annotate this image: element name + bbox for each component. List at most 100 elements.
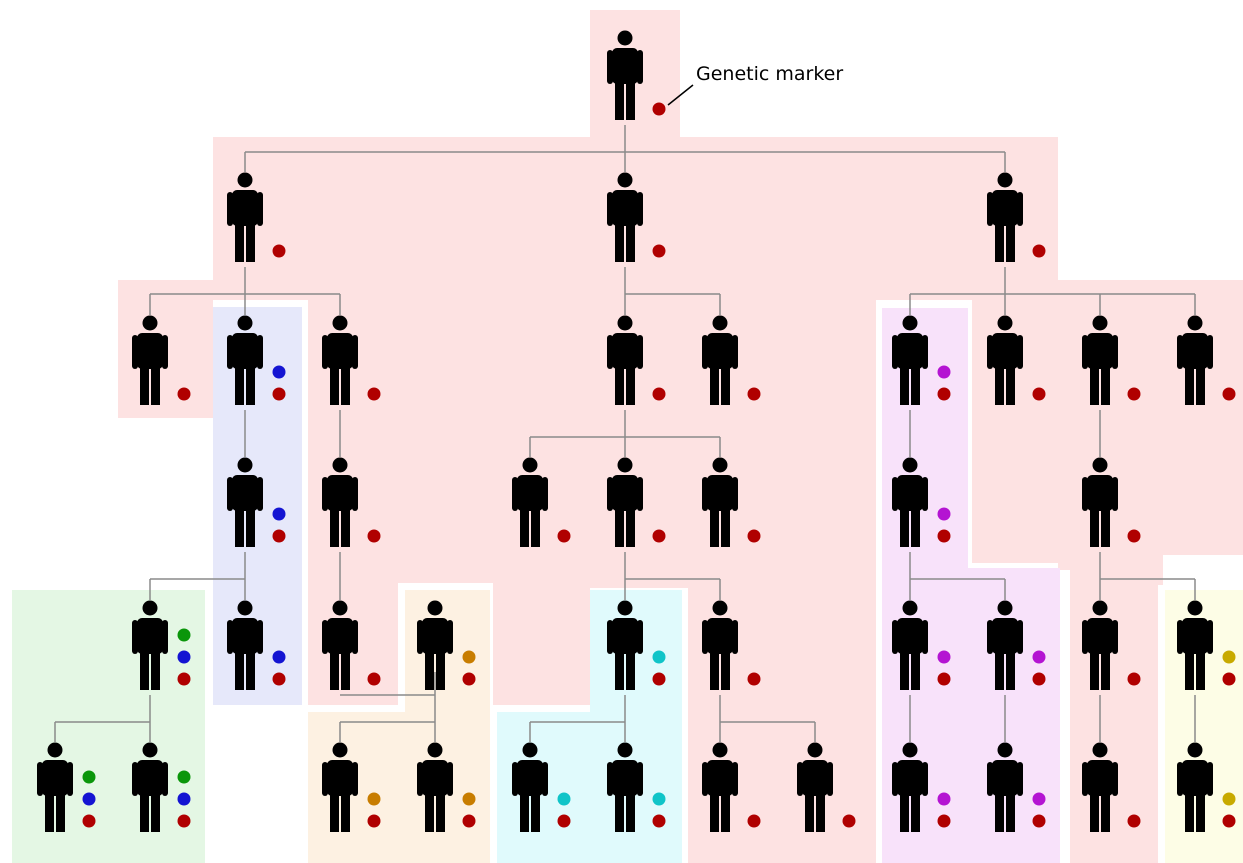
person-g5j bbox=[987, 742, 1046, 832]
red-genetic-marker-dot bbox=[1032, 244, 1046, 258]
red-genetic-marker-dot bbox=[557, 529, 571, 543]
connector-lines bbox=[54, 125, 1196, 742]
person-g2h bbox=[1082, 315, 1141, 405]
red-genetic-marker-dot bbox=[82, 814, 96, 828]
olive-genetic-marker-dot bbox=[1222, 650, 1236, 664]
person-g4g bbox=[892, 600, 951, 690]
blue-genetic-marker-dot bbox=[272, 365, 286, 379]
blue-genetic-marker-dot bbox=[82, 792, 96, 806]
person-g5d bbox=[417, 742, 476, 832]
cyan-genetic-marker-dot bbox=[652, 792, 666, 806]
red-genetic-marker-dot bbox=[937, 387, 951, 401]
green-genetic-marker-dot bbox=[177, 628, 191, 642]
blue-genetic-marker-dot bbox=[272, 650, 286, 664]
red-genetic-marker-dot bbox=[557, 814, 571, 828]
person-g5f bbox=[607, 742, 666, 832]
purple-genetic-marker-dot bbox=[937, 365, 951, 379]
red-genetic-marker-dot bbox=[177, 814, 191, 828]
person-g5i bbox=[892, 742, 951, 832]
red-genetic-marker-dot bbox=[367, 672, 381, 686]
red-genetic-marker-dot bbox=[1032, 672, 1046, 686]
person-g5e bbox=[512, 742, 571, 832]
person-g5l bbox=[1177, 742, 1236, 832]
person-root bbox=[607, 30, 666, 120]
person-g3f bbox=[892, 457, 951, 547]
person-g4j bbox=[1177, 600, 1236, 690]
person-g2b bbox=[227, 315, 286, 405]
red-genetic-marker-dot bbox=[177, 387, 191, 401]
person-g2e bbox=[702, 315, 761, 405]
region-green-lineage-region bbox=[12, 590, 205, 863]
person-g2f bbox=[892, 315, 951, 405]
red-genetic-marker-dot bbox=[937, 814, 951, 828]
red-genetic-marker-dot bbox=[747, 814, 761, 828]
person-g1b bbox=[607, 172, 666, 262]
red-genetic-marker-dot bbox=[462, 672, 476, 686]
person-g4a bbox=[132, 600, 191, 690]
red-genetic-marker-dot bbox=[652, 387, 666, 401]
person-g4i bbox=[1082, 600, 1141, 690]
person-g5b bbox=[132, 742, 191, 832]
person-g4c bbox=[322, 600, 381, 690]
red-genetic-marker-dot bbox=[1032, 814, 1046, 828]
red-genetic-marker-dot bbox=[1127, 672, 1141, 686]
person-g5a bbox=[37, 742, 96, 832]
callout-leader-line bbox=[667, 84, 694, 106]
red-genetic-marker-dot bbox=[747, 672, 761, 686]
red-genetic-marker-dot bbox=[652, 244, 666, 258]
red-genetic-marker-dot bbox=[937, 672, 951, 686]
red-genetic-marker-dot bbox=[367, 529, 381, 543]
person-g3c bbox=[512, 457, 571, 547]
red-genetic-marker-dot bbox=[1222, 814, 1236, 828]
red-genetic-marker-dot bbox=[272, 672, 286, 686]
blue-genetic-marker-dot bbox=[177, 650, 191, 664]
orange-genetic-marker-dot bbox=[462, 792, 476, 806]
person-g3a bbox=[227, 457, 286, 547]
person-g3g bbox=[1082, 457, 1141, 547]
red-genetic-marker-dot bbox=[272, 529, 286, 543]
red-genetic-marker-dot bbox=[462, 814, 476, 828]
person-g4b bbox=[227, 600, 286, 690]
person-g2d bbox=[607, 315, 666, 405]
red-genetic-marker-dot bbox=[652, 529, 666, 543]
cyan-genetic-marker-dot bbox=[557, 792, 571, 806]
person-g5k bbox=[1082, 742, 1141, 832]
red-genetic-marker-dot bbox=[652, 102, 666, 116]
red-genetic-marker-dot bbox=[367, 814, 381, 828]
person-g4d bbox=[417, 600, 476, 690]
person-g2g bbox=[987, 315, 1046, 405]
orange-genetic-marker-dot bbox=[367, 792, 381, 806]
purple-genetic-marker-dot bbox=[1032, 650, 1046, 664]
purple-genetic-marker-dot bbox=[1032, 792, 1046, 806]
red-genetic-marker-dot bbox=[1127, 529, 1141, 543]
red-genetic-marker-dot bbox=[272, 387, 286, 401]
purple-genetic-marker-dot bbox=[937, 792, 951, 806]
red-genetic-marker-dot bbox=[367, 387, 381, 401]
blue-genetic-marker-dot bbox=[177, 792, 191, 806]
person-g3d bbox=[607, 457, 666, 547]
red-genetic-marker-dot bbox=[1127, 814, 1141, 828]
people-layer bbox=[37, 30, 1236, 832]
person-g5g bbox=[702, 742, 761, 832]
purple-genetic-marker-dot bbox=[937, 650, 951, 664]
person-g4e bbox=[607, 600, 666, 690]
genetic-marker-callout: Genetic marker bbox=[667, 63, 843, 106]
person-g1a bbox=[227, 172, 286, 262]
red-genetic-marker-dot bbox=[177, 672, 191, 686]
purple-genetic-marker-dot bbox=[937, 507, 951, 521]
person-g5h bbox=[797, 742, 856, 832]
red-genetic-marker-dot bbox=[747, 387, 761, 401]
red-genetic-marker-dot bbox=[1127, 387, 1141, 401]
orange-genetic-marker-dot bbox=[462, 650, 476, 664]
red-genetic-marker-dot bbox=[937, 529, 951, 543]
person-g1c bbox=[987, 172, 1046, 262]
cyan-genetic-marker-dot bbox=[652, 650, 666, 664]
person-g5c bbox=[322, 742, 381, 832]
red-genetic-marker-dot bbox=[747, 529, 761, 543]
person-g2c bbox=[322, 315, 381, 405]
red-genetic-marker-dot bbox=[652, 672, 666, 686]
red-genetic-marker-dot bbox=[842, 814, 856, 828]
green-genetic-marker-dot bbox=[177, 770, 191, 784]
green-genetic-marker-dot bbox=[82, 770, 96, 784]
